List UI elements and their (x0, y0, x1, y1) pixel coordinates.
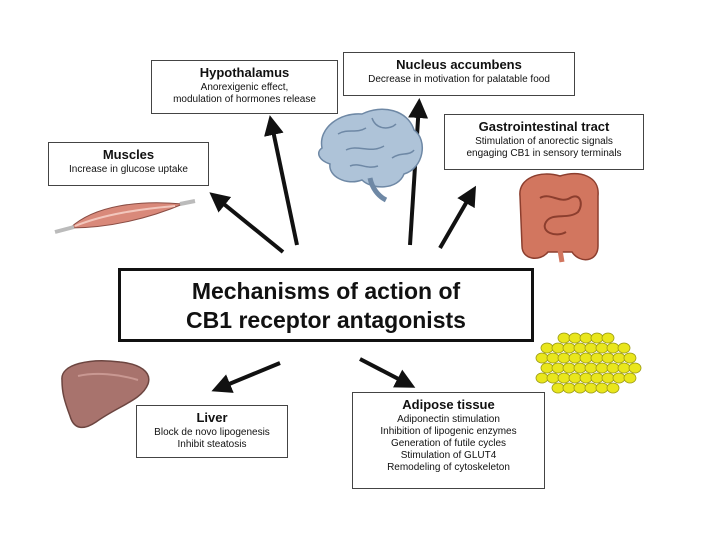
fat-cell (628, 362, 642, 374)
fat-cell (601, 352, 615, 364)
fat-cell (617, 362, 631, 374)
fat-cell (590, 372, 604, 384)
fat-cell (590, 332, 604, 344)
fat-cell (546, 372, 560, 384)
arrow-to-liver (211, 361, 281, 393)
gastrointestinal-line: engaging CB1 in sensory terminals (466, 148, 622, 159)
fat-cells-icon (535, 332, 642, 394)
fat-cell (623, 352, 637, 364)
fat-cell (612, 372, 626, 384)
adipose-tissue-line: Stimulation of GLUT4 (400, 450, 497, 461)
liver-box: Liver Block de novo lipogenesis Inhibit … (136, 405, 288, 458)
muscle-icon (54, 199, 196, 234)
fat-cell (551, 382, 565, 394)
fat-cell (551, 342, 565, 354)
fat-cell (623, 372, 637, 384)
fat-cell (573, 382, 587, 394)
fat-cell (606, 382, 620, 394)
fat-cell (568, 352, 582, 364)
fat-cell (606, 342, 620, 354)
fat-cell (617, 342, 631, 354)
fat-cell (579, 352, 593, 364)
muscles-line: Increase in glucose uptake (69, 164, 188, 175)
adipose-tissue-title: Adipose tissue (402, 397, 495, 412)
fat-cell (562, 342, 576, 354)
nucleus-accumbens-box: Nucleus accumbens Decrease in motivation… (343, 52, 575, 96)
fat-cell (606, 362, 620, 374)
fat-cell (601, 332, 615, 344)
fat-cell (568, 332, 582, 344)
fat-cell (568, 372, 582, 384)
fat-cell (595, 382, 609, 394)
fat-cell (595, 362, 609, 374)
muscles-title: Muscles (102, 147, 155, 162)
fat-cell (540, 362, 554, 374)
fat-cell (546, 352, 560, 364)
nucleus-accumbens-line: Decrease in motivation for palatable foo… (368, 74, 550, 85)
fat-cell (584, 342, 598, 354)
hypothalamus-line: Anorexigenic effect, (200, 82, 289, 93)
fat-cell (562, 382, 576, 394)
fat-cell (551, 362, 565, 374)
fat-cell (573, 342, 587, 354)
gastrointestinal-box: Gastrointestinal tract Stimulation of an… (444, 114, 644, 170)
center-title-line1: Mechanisms of action of (191, 278, 461, 304)
fat-cell (557, 352, 571, 364)
arrow-to-gi (438, 185, 477, 250)
fat-cell (562, 362, 576, 374)
liver-line: Block de novo lipogenesis (154, 427, 270, 438)
gastrointestinal-title: Gastrointestinal tract (478, 119, 610, 134)
fat-cell (612, 352, 626, 364)
fat-cell (584, 382, 598, 394)
adipose-tissue-line: Remodeling of cytoskeleton (387, 462, 510, 473)
intestine-icon (519, 173, 599, 263)
fat-cell (573, 362, 587, 374)
fat-cell (535, 372, 549, 384)
liver-icon (61, 360, 150, 429)
center-title-box: Mechanisms of action of CB1 receptor ant… (118, 268, 534, 342)
fat-cell (557, 332, 571, 344)
adipose-tissue-line: Inhibition of lipogenic enzymes (380, 426, 517, 437)
hypothalamus-box: Hypothalamus Anorexigenic effect, modula… (151, 60, 338, 114)
fat-cell (601, 372, 615, 384)
brain-icon (317, 108, 423, 203)
adipose-tissue-line: Generation of futile cycles (390, 438, 507, 449)
hypothalamus-line: modulation of hormones release (173, 94, 316, 105)
fat-cell (579, 332, 593, 344)
adipose-tissue-box: Adipose tissue Adiponectin stimulation I… (352, 392, 545, 489)
arrow-to-muscles (209, 192, 285, 254)
fat-cell (557, 372, 571, 384)
arrow-to-adipose (359, 357, 416, 388)
gastrointestinal-line: Stimulation of anorectic signals (475, 136, 613, 147)
hypothalamus-title: Hypothalamus (199, 65, 290, 80)
fat-cell (540, 342, 554, 354)
muscles-box: Muscles Increase in glucose uptake (48, 142, 209, 186)
liver-title: Liver (196, 410, 228, 425)
center-title-line2: CB1 receptor antagonists (186, 307, 466, 333)
liver-line: Inhibit steatosis (177, 439, 247, 450)
adipose-tissue-line: Adiponectin stimulation (397, 414, 500, 425)
arrow-to-nucleus (408, 98, 429, 246)
fat-cell (584, 362, 598, 374)
fat-cell (590, 352, 604, 364)
arrow-to-hypothalamus (264, 115, 299, 246)
nucleus-accumbens-title: Nucleus accumbens (396, 57, 522, 72)
fat-cell (595, 342, 609, 354)
fat-cell (535, 352, 549, 364)
fat-cell (579, 372, 593, 384)
